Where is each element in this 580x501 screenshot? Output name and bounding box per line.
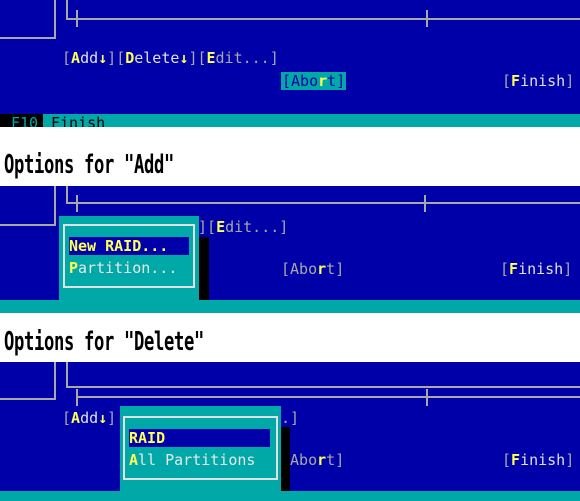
arrow-down-icon: ↓ — [98, 49, 108, 67]
edit-button-fragment[interactable]: .] — [281, 409, 300, 427]
menu-item-all-partitions[interactable]: All Partitions — [129, 451, 256, 469]
frame-line — [66, 186, 68, 204]
button-row: ][Edit...] — [198, 218, 289, 236]
abort-button[interactable]: [Abort] — [281, 72, 347, 90]
menu-border — [63, 224, 195, 288]
status-bar: F10 Finish — [0, 114, 580, 127]
frame-line — [426, 10, 428, 27]
popup-shadow — [199, 237, 209, 300]
status-label: Finish — [51, 114, 106, 127]
frame-line — [76, 195, 78, 212]
frame-line — [66, 386, 580, 388]
menu-item-partition[interactable]: Partition... — [69, 259, 178, 277]
frame-line — [0, 224, 56, 226]
frame-line — [0, 398, 56, 400]
finish-button[interactable]: [Finish] — [502, 451, 575, 469]
frame-line — [54, 186, 56, 226]
menu-item-new-raid[interactable]: New RAID... — [69, 237, 189, 255]
edit-button[interactable]: [Edit...] — [197, 49, 279, 67]
frame-line — [66, 0, 68, 20]
finish-button[interactable]: [Finish] — [500, 260, 573, 278]
abort-button[interactable]: [Abort] — [281, 260, 345, 278]
screen-panel-delete: [Add↓] .] [Abort] [Finish] RAID All Part… — [0, 362, 580, 491]
frame-line — [76, 396, 580, 398]
frame-line — [424, 195, 426, 212]
arrow-down-icon: ↓ — [179, 49, 189, 67]
delete-button[interactable]: [Delete↓] — [116, 49, 198, 67]
screen-panel-edge — [0, 491, 580, 501]
abort-button[interactable]: [Abort] — [281, 451, 345, 469]
screen-panel-add: ][Edit...] [Abort] [Finish] New RAID... … — [0, 186, 580, 300]
frame-line — [54, 362, 56, 400]
frame-line — [0, 37, 56, 39]
section-heading-delete: Options for "Delete" — [4, 327, 205, 357]
arrow-down-icon: ↓ — [98, 409, 108, 427]
menu-border — [123, 416, 278, 480]
button-row: [Add↓][Delete↓][Edit...] — [62, 31, 279, 67]
add-button[interactable]: [Add↓] — [62, 409, 117, 427]
finish-button[interactable]: [Finish] — [502, 72, 575, 90]
delete-options-menu: RAID All Partitions — [120, 406, 281, 491]
add-button[interactable]: [Add↓] — [62, 49, 117, 67]
section-heading-add: Options for "Add" — [4, 150, 175, 180]
screen-panel-edge — [0, 300, 580, 313]
frame-line — [66, 18, 580, 20]
status-key: F10 — [0, 114, 44, 127]
frame-line — [66, 202, 580, 204]
add-options-menu: New RAID... Partition... — [59, 216, 199, 300]
screen-panel-top: [Add↓][Delete↓][Edit...] [Abort] [Finish… — [0, 0, 580, 114]
popup-shadow — [281, 427, 290, 491]
frame-line — [76, 10, 78, 27]
menu-item-raid[interactable]: RAID — [129, 429, 270, 447]
frame-line — [66, 362, 68, 388]
edit-button[interactable]: Edit...] — [216, 218, 289, 236]
frame-line — [54, 0, 56, 39]
